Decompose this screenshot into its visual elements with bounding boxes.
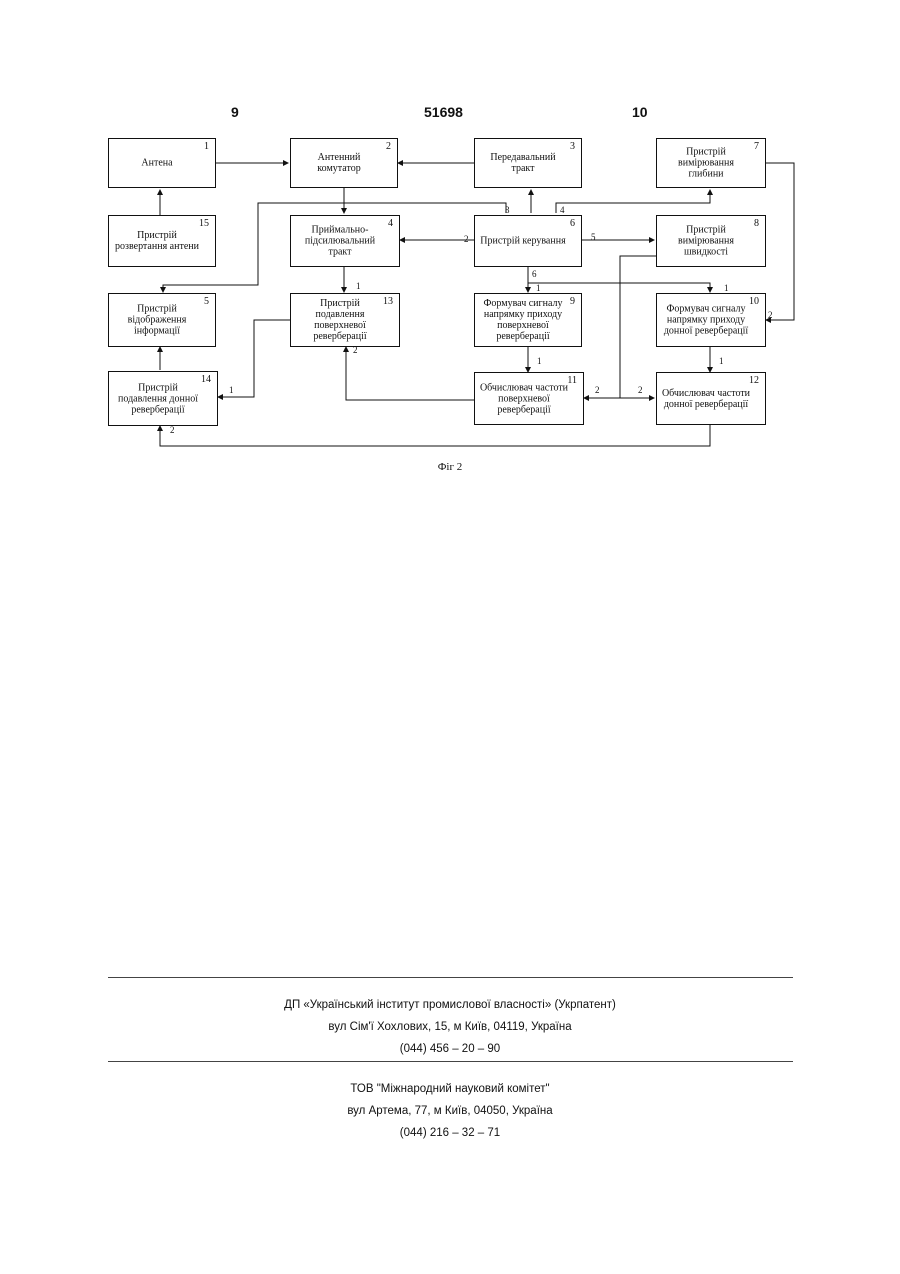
org2-address: вул Артема, 77, м Київ, 04050, Україна [0, 1100, 900, 1122]
block-display: 5 Пристрій відображення інформації [108, 293, 216, 347]
block-antenna-switch: 2 Антенний комутатор [290, 138, 398, 188]
link-12-14 [160, 425, 710, 446]
port-label: 2 [595, 385, 600, 395]
block-control-device: 6 Пристрій керування [474, 215, 582, 267]
org1-phone: (044) 456 – 20 – 90 [0, 1038, 900, 1060]
block-speed-meter: 8 Пристрій вимірювання швидкості [656, 215, 766, 267]
port-label: 1 [536, 283, 541, 293]
link-6-7 [556, 190, 710, 213]
block-antenna: 1 Антена [108, 138, 216, 188]
link-8-11 [584, 256, 656, 398]
footer-org1: ДП «Український інститут промислової вла… [0, 994, 900, 1060]
block-receive-amplify-path: 4 Приймально- підсилювальний тракт [290, 215, 400, 267]
footer-org2: ТОВ "Міжнародний науковий комітет" вул А… [0, 1078, 900, 1144]
block-bottom-direction-former: 10 Формувач сигналу напрямку приходу дон… [656, 293, 766, 347]
port-label: 2 [768, 310, 773, 320]
link-11-13 [346, 347, 474, 400]
footer-divider-top [108, 977, 793, 978]
block-surface-reverb-suppressor: 13 Пристрій подавлення поверхневої ревер… [290, 293, 400, 347]
port-label: 4 [560, 205, 565, 215]
org1-name: ДП «Український інститут промислової вла… [0, 994, 900, 1016]
port-label: 2 [638, 385, 643, 395]
org2-phone: (044) 216 – 32 – 71 [0, 1122, 900, 1144]
port-label: 2 [353, 345, 358, 355]
port-label: 1 [356, 281, 361, 291]
link-6-10 [528, 283, 710, 292]
port-label: 1 [537, 356, 542, 366]
figure-caption: Фіг 2 [0, 461, 900, 473]
port-label: 1 [724, 283, 729, 293]
block-antenna-rotation: 15 Пристрій розвертання антени [108, 215, 216, 267]
block-depth-meter: 7 Пристрій вимірювання глибини [656, 138, 766, 188]
link-7-10 [766, 163, 794, 320]
block-bottom-freq-calculator: 12 Обчислювач частоти донної ревербераці… [656, 372, 766, 425]
org2-name: ТОВ "Міжнародний науковий комітет" [0, 1078, 900, 1100]
port-label: 3 [505, 205, 510, 215]
port-label: 2 [464, 234, 469, 244]
block-bottom-reverb-suppressor: 14 Пристрій подавлення донної реверберац… [108, 371, 218, 426]
block-surface-freq-calculator: 11 Обчислювач частоти поверхневої реверб… [474, 372, 584, 425]
port-label: 1 [719, 356, 724, 366]
port-label: 5 [591, 232, 596, 242]
block-transmit-path: 3 Передавальний тракт [474, 138, 582, 188]
org1-address: вул Сім'ї Хохлових, 15, м Київ, 04119, У… [0, 1016, 900, 1038]
port-label: 2 [170, 425, 175, 435]
port-label: 6 [532, 269, 537, 279]
block-surface-direction-former: 9 Формувач сигналу напрямку приходу пове… [474, 293, 582, 347]
port-label: 1 [229, 385, 234, 395]
footer-divider-middle [108, 1061, 793, 1062]
